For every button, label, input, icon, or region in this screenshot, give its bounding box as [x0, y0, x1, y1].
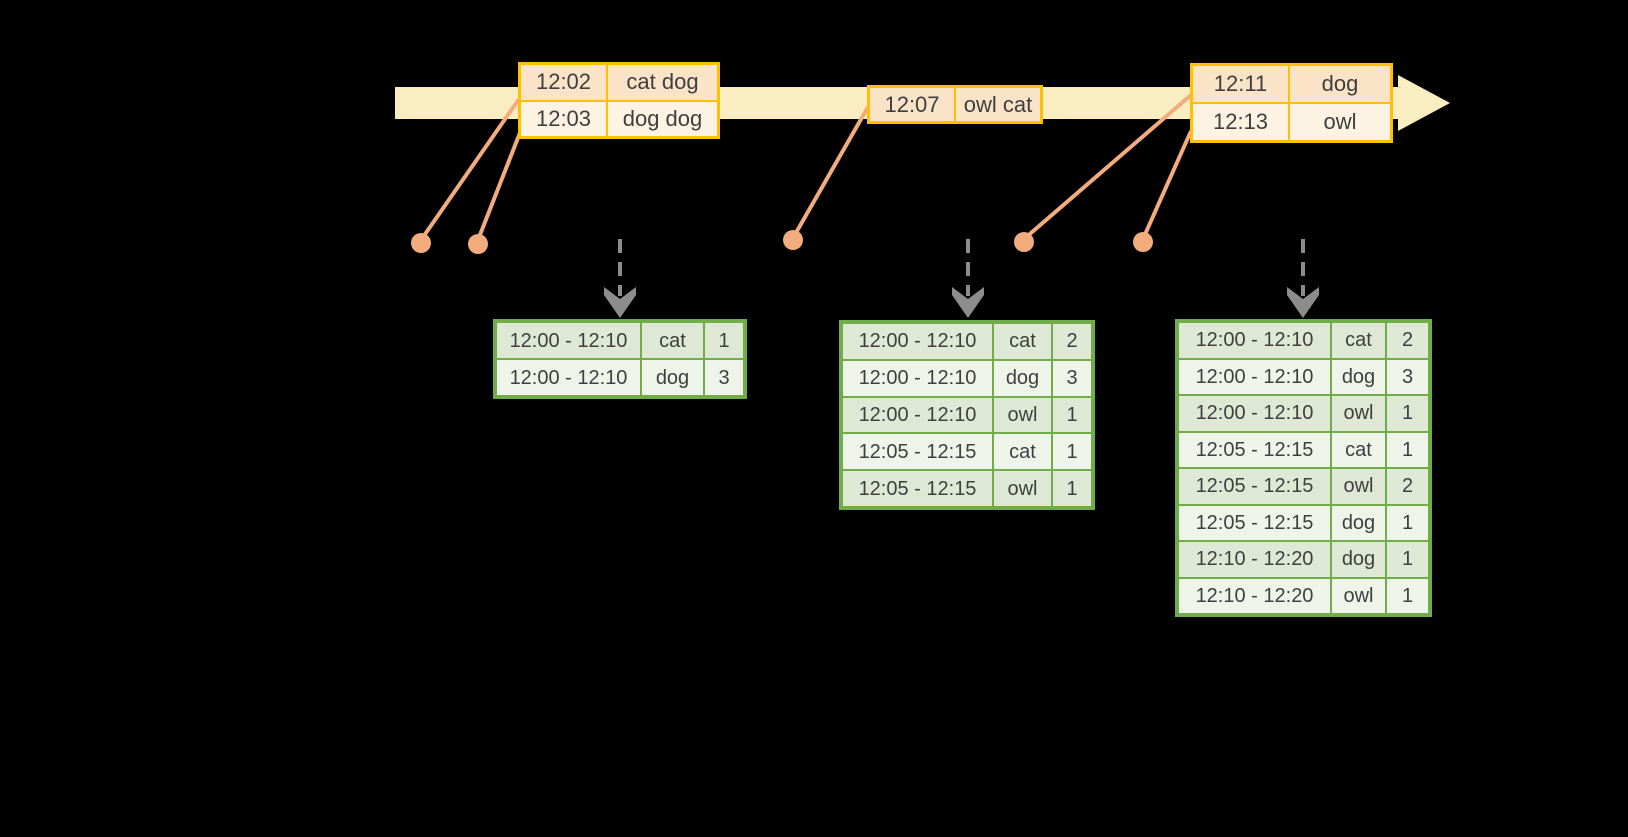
- table-cell: cat: [1332, 432, 1385, 467]
- table-cell: 12:05 - 12:15: [843, 434, 992, 470]
- table-cell: 12:02: [521, 65, 606, 100]
- table-cell: 12:00 - 12:10: [1179, 323, 1330, 358]
- event-connector-line: [476, 124, 525, 241]
- table-cell: 12:10 - 12:20: [1179, 578, 1330, 613]
- table-cell: 12:00 - 12:10: [497, 323, 640, 358]
- table-cell: cat dog: [608, 65, 717, 100]
- table-cell: cat: [1332, 323, 1385, 358]
- table-cell: owl: [1332, 396, 1385, 431]
- event-dot: [468, 234, 488, 254]
- table-cell: dog: [642, 360, 703, 395]
- table-cell: 12:00 - 12:10: [843, 397, 992, 433]
- trigger-arrowhead-icon: [1287, 287, 1319, 318]
- trigger-arrowhead-icon: [604, 287, 636, 318]
- table-cell: 12:05 - 12:15: [843, 471, 992, 506]
- table-cell: 12:11: [1193, 66, 1288, 102]
- table-cell: 1: [1387, 432, 1428, 467]
- event-connector-line: [791, 106, 870, 239]
- table-cell: cat: [994, 324, 1051, 359]
- table-cell: owl: [1332, 578, 1385, 613]
- table-cell: 12:00 - 12:10: [497, 360, 640, 395]
- table-cell: 12:00 - 12:10: [1179, 359, 1330, 394]
- table-cell: 12:03: [521, 101, 606, 136]
- table-cell: 2: [1053, 324, 1091, 359]
- table-cell: 2: [1387, 323, 1428, 358]
- table-cell: 2: [1387, 469, 1428, 504]
- table-cell: owl: [1290, 104, 1390, 140]
- timeline-arrowhead-icon: [1398, 75, 1450, 131]
- table-cell: 1: [1053, 471, 1091, 506]
- table-cell: 3: [1053, 360, 1091, 396]
- table-cell: 1: [705, 323, 743, 358]
- table-cell: owl cat: [956, 88, 1040, 121]
- table-cell: 12:10 - 12:20: [1179, 542, 1330, 577]
- table-cell: owl: [994, 397, 1051, 433]
- table-cell: 12:13: [1193, 104, 1288, 140]
- table-cell: 1: [1053, 434, 1091, 470]
- table-cell: dog: [1332, 505, 1385, 540]
- table-cell: 1: [1387, 396, 1428, 431]
- event-connector-line: [419, 97, 521, 242]
- table-cell: dog dog: [608, 101, 717, 136]
- table-cell: 12:05 - 12:15: [1179, 505, 1330, 540]
- table-cell: 12:05 - 12:15: [1179, 469, 1330, 504]
- event-dot: [411, 233, 431, 253]
- table-cell: 12:00 - 12:10: [1179, 396, 1330, 431]
- event-dot: [1014, 232, 1034, 252]
- table-cell: 12:05 - 12:15: [1179, 432, 1330, 467]
- table-cell: owl: [994, 471, 1051, 506]
- table-cell: 1: [1387, 542, 1428, 577]
- event-dot: [783, 230, 803, 250]
- event-connector-line: [1022, 93, 1193, 241]
- trigger-arrowhead-icon: [952, 287, 984, 318]
- table-cell: owl: [1332, 469, 1385, 504]
- table-cell: cat: [994, 434, 1051, 470]
- event-connector-line: [1141, 130, 1193, 240]
- table-cell: dog: [1332, 359, 1385, 394]
- table-cell: 12:00 - 12:10: [843, 360, 992, 396]
- table-cell: 1: [1387, 505, 1428, 540]
- table-cell: cat: [642, 323, 703, 358]
- table-cell: 3: [1387, 359, 1428, 394]
- table-cell: 1: [1387, 578, 1428, 613]
- table-cell: 3: [705, 360, 743, 395]
- table-cell: dog: [1290, 66, 1390, 102]
- table-cell: 1: [1053, 397, 1091, 433]
- table-cell: dog: [994, 360, 1051, 396]
- table-cell: 12:07: [870, 88, 954, 121]
- event-dot: [1133, 232, 1153, 252]
- table-cell: 12:00 - 12:10: [843, 324, 992, 359]
- table-cell: dog: [1332, 542, 1385, 577]
